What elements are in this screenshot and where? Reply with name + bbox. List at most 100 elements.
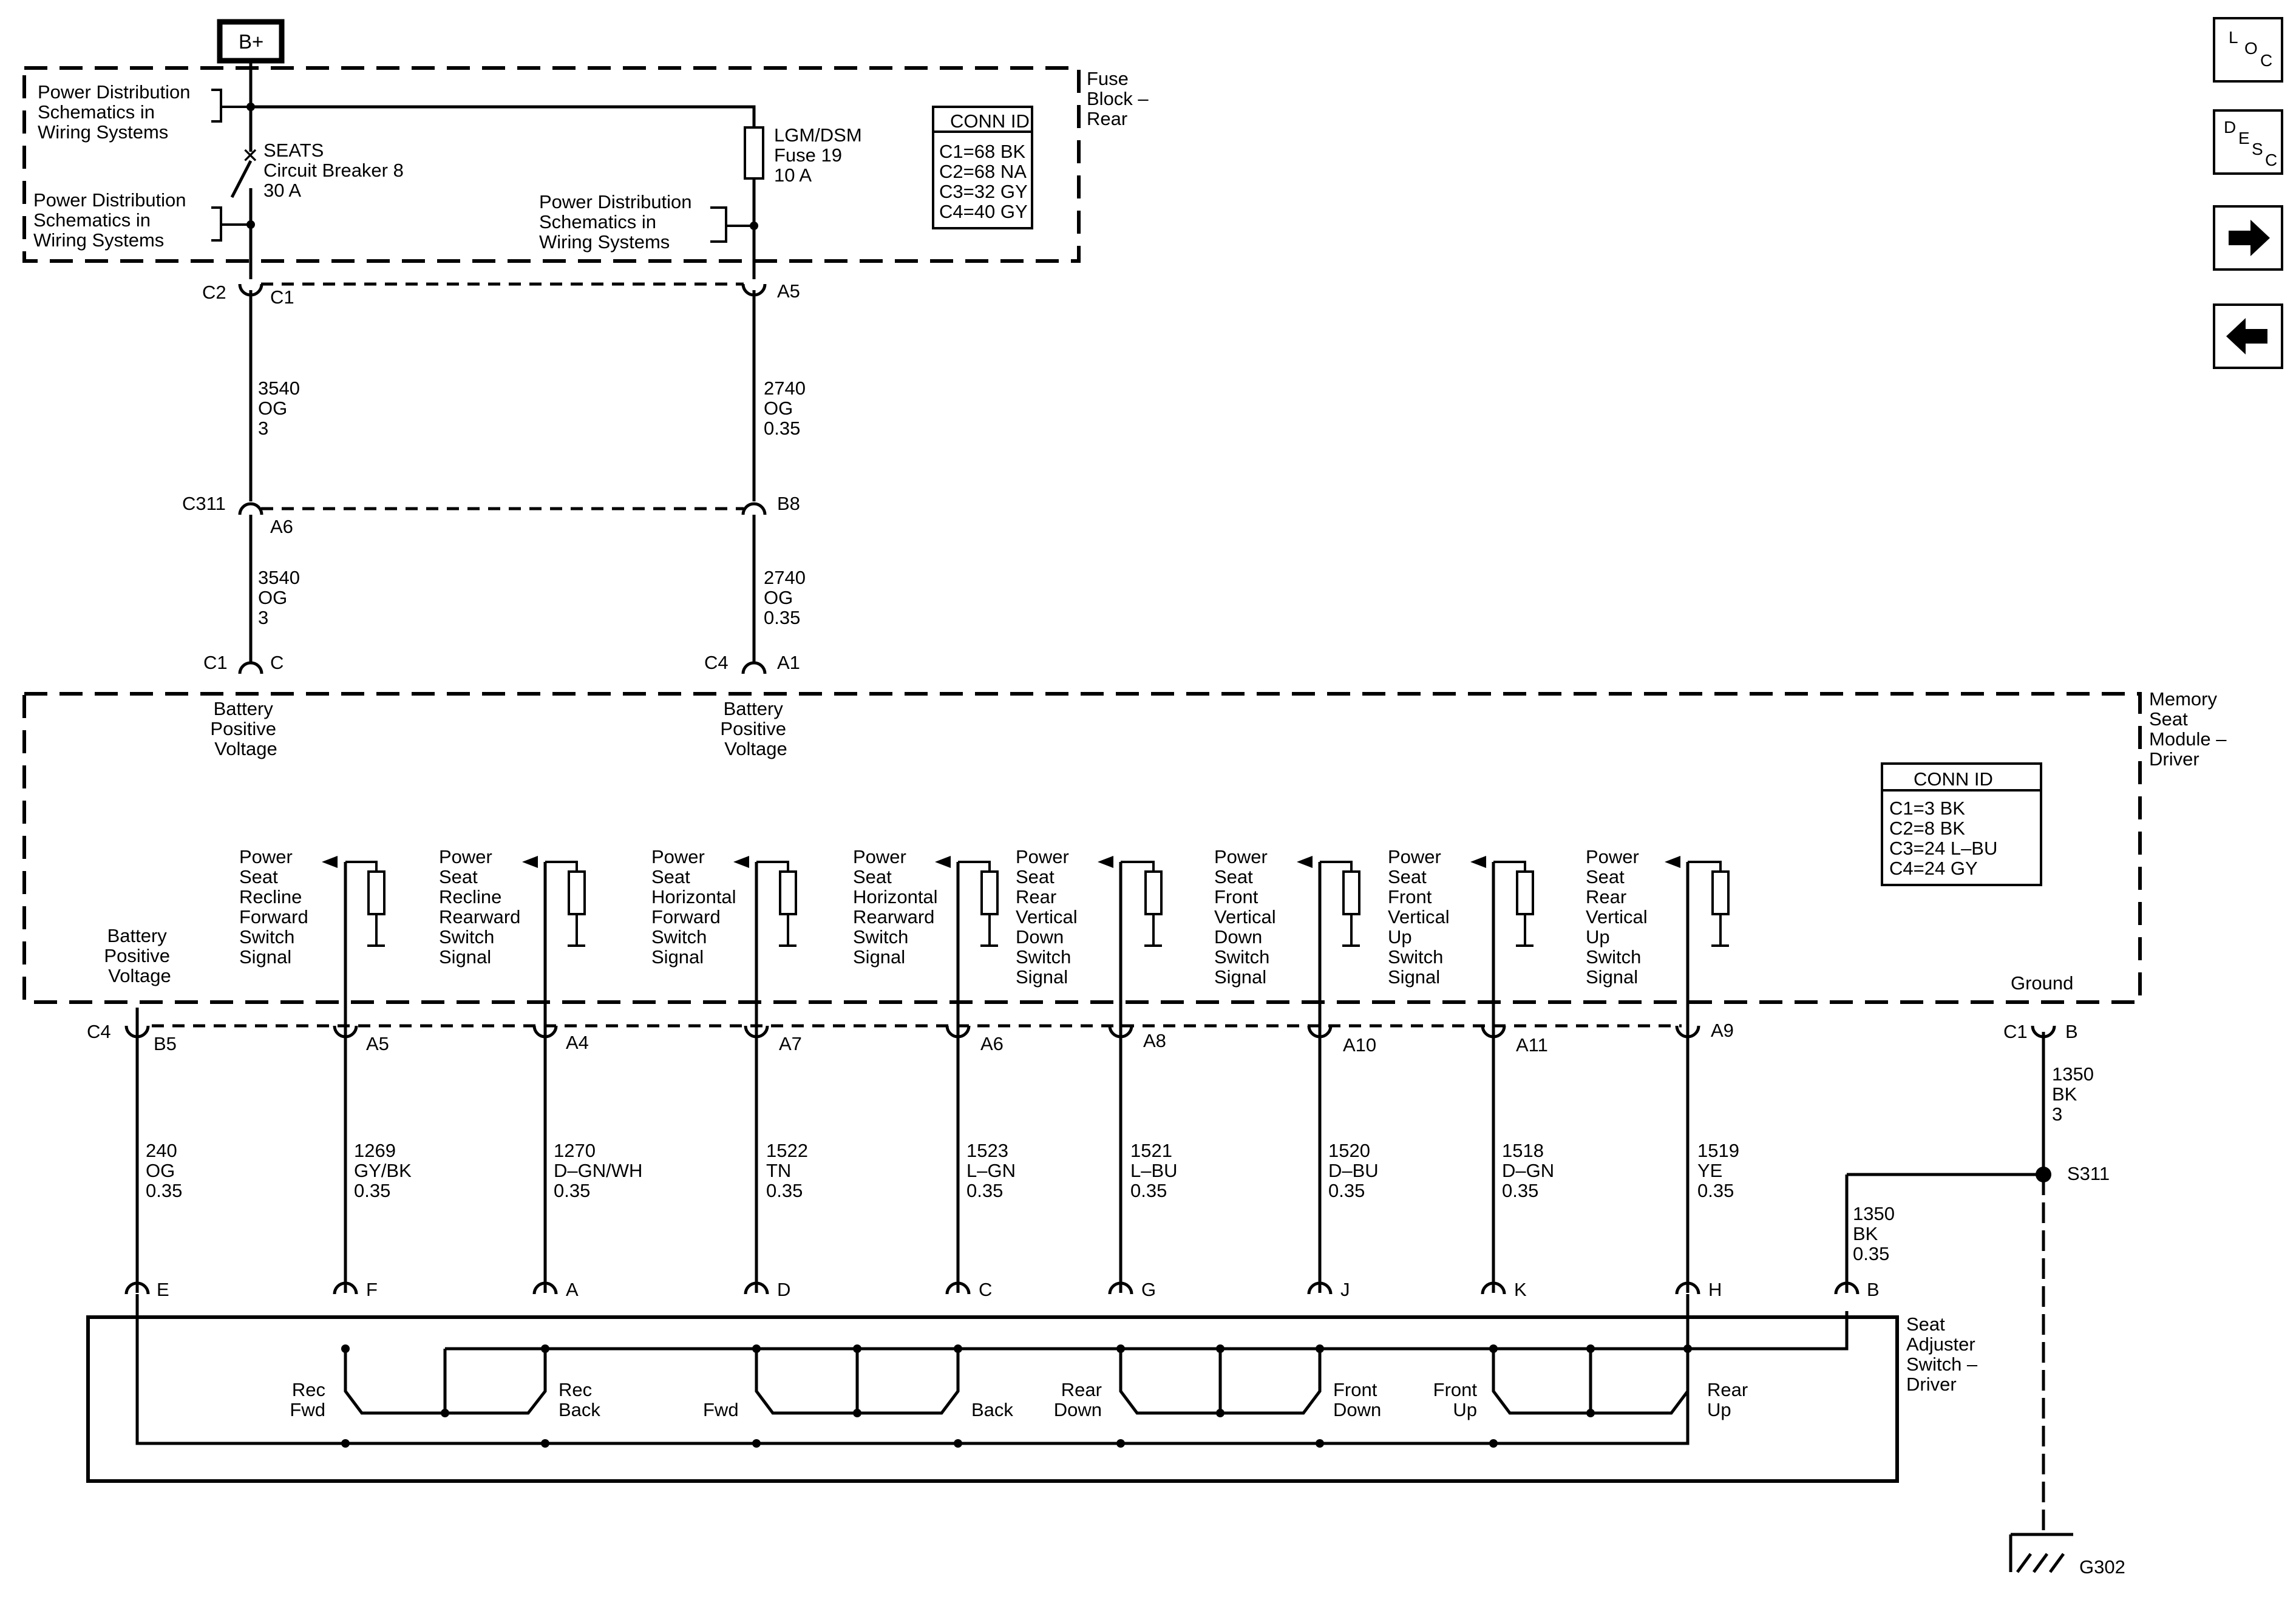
wire-2740-a: 2740 OG 0.35	[764, 378, 811, 439]
wire-3540-b: 3540 OG 3	[258, 567, 305, 628]
seat-adjuster-switch-outline	[86, 1315, 1899, 1483]
next-arrow-button[interactable]	[2213, 205, 2283, 271]
arrow-right-icon	[2229, 220, 2270, 256]
lower-conn-c4: C4	[87, 1021, 111, 1042]
ground-g302: G302	[2079, 1556, 2125, 1578]
lower-pin-b: B	[2065, 1021, 2078, 1042]
conn-id-box-top	[932, 106, 1033, 229]
module-label: Memory Seat Module – Driver	[2149, 688, 2232, 770]
fuse-19-symbol	[744, 126, 764, 180]
switch-pin-a: A	[566, 1279, 579, 1300]
bpv-label-2: Battery Positive Voltage	[720, 698, 791, 759]
module-internals	[345, 861, 1729, 947]
ground-wire-1350	[1845, 1032, 2045, 1293]
wire-2740-b: 2740 OG 0.35	[764, 567, 811, 628]
lower-circuit-wires	[135, 862, 1690, 1293]
switch-pin-g: G	[1141, 1279, 1156, 1300]
fuse-block-label: Fuse Block – Rear	[1087, 68, 1153, 129]
lower-pin-a8: A8	[1143, 1030, 1166, 1051]
lower-pin-a4: A4	[566, 1032, 589, 1053]
bpv-label-3: Battery Positive Voltage	[104, 925, 175, 986]
conn-c4-module: C4	[704, 652, 729, 673]
conn-a5: A5	[777, 280, 800, 302]
switch-fwd: Fwd	[703, 1399, 739, 1420]
svg-text:✕: ✕	[242, 144, 259, 168]
switch-pin-e: E	[157, 1279, 169, 1300]
lower-pin-a9: A9	[1711, 1020, 1734, 1041]
bpv-label-1: Battery Positive Voltage	[210, 698, 281, 759]
switch-bus-top	[445, 1311, 1849, 1351]
switch-pin-f: F	[366, 1279, 378, 1300]
arrow-left-icon	[2226, 318, 2267, 354]
conn-id-top-rows: C1=68 BK C2=68 NA C3=32 GY C4=40 GY	[939, 141, 1033, 222]
switch-pin-d: D	[777, 1279, 790, 1300]
b-plus-label: B+	[239, 30, 263, 53]
switch-back: Back	[971, 1399, 1013, 1420]
splice-s311: S311	[2067, 1163, 2110, 1184]
lower-pin-a11: A11	[1516, 1034, 1548, 1056]
conn-b8: B8	[777, 493, 800, 514]
conn-id-module-rows: C1=3 BK C2=8 BK C3=24 L–BU C4=24 GY	[1889, 798, 2003, 879]
conn-a1-module: A1	[777, 652, 800, 673]
pd-bracket-2	[211, 206, 251, 242]
lower-pin-b5: B5	[154, 1033, 177, 1054]
module-ground-label: Ground	[2011, 972, 2073, 994]
breaker-leg	[230, 160, 253, 279]
pd-ref-1: Power Distribution Schematics in Wiring …	[38, 81, 195, 143]
prev-arrow-button[interactable]	[2213, 303, 2283, 369]
conn-a6: A6	[270, 516, 293, 537]
wire-3540-a: 3540 OG 3	[258, 378, 305, 439]
pd-ref-2: Power Distribution Schematics in Wiring …	[33, 189, 191, 251]
lower-pin-a6: A6	[980, 1033, 1004, 1054]
conn-c1: C1	[270, 286, 294, 308]
lower-pin-a10: A10	[1343, 1034, 1376, 1056]
switch-pin-b: B	[1867, 1279, 1880, 1300]
conn-c-module: C	[270, 652, 284, 673]
fuse-block-outline	[22, 66, 1081, 263]
conn-id-top-title: CONN ID	[950, 110, 1030, 132]
conn-c311: C311	[182, 493, 226, 514]
lower-conn-c1: C1	[2003, 1021, 2028, 1042]
lower-pin-a5: A5	[366, 1033, 389, 1054]
desc-button[interactable]: D E S C	[2213, 109, 2283, 175]
switch-pin-j: J	[1340, 1279, 1350, 1300]
loc-button[interactable]: L O C	[2213, 17, 2283, 83]
switch-pin-c: C	[979, 1279, 992, 1300]
g302-ground-symbol	[2009, 1533, 2073, 1573]
pd-bracket-1	[211, 89, 251, 123]
pd-ref-3: Power Distribution Schematics in Wiring …	[539, 191, 697, 253]
conn-c2: C2	[202, 282, 226, 303]
switch-contacts	[344, 1349, 1690, 1415]
breaker-label: SEATS Circuit Breaker 8 30 A	[263, 140, 409, 201]
conn-id-box-module	[1881, 762, 2042, 886]
pd-bracket-3	[710, 206, 754, 243]
memory-seat-module-outline	[22, 692, 2142, 1004]
